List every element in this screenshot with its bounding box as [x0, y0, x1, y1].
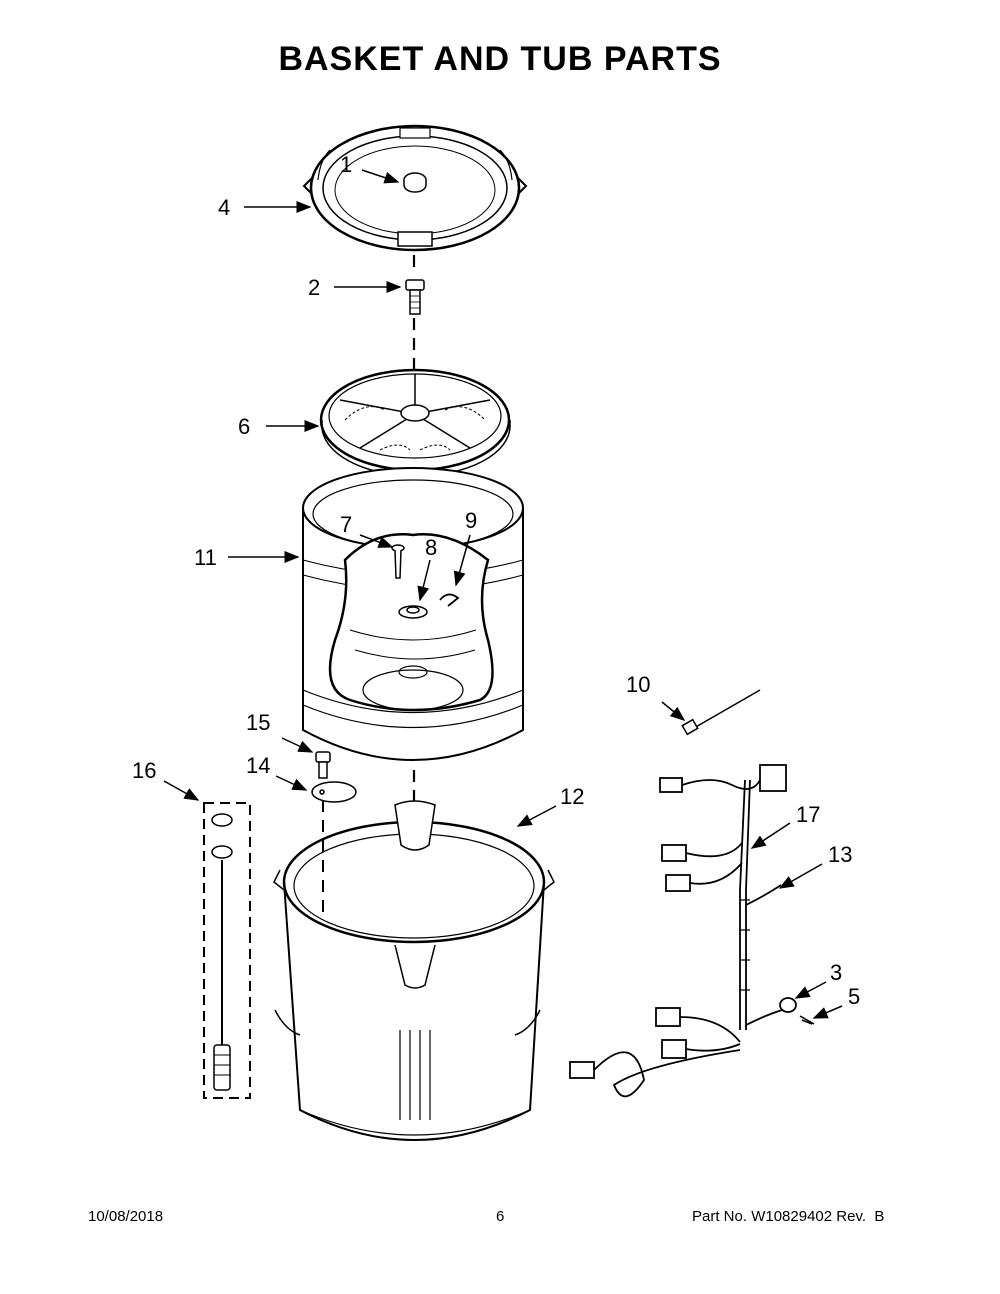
revision: Rev. B [836, 1208, 885, 1225]
bolt-part [405, 279, 425, 315]
part-label: Part No. [692, 1208, 748, 1225]
footer-page-number: 6 [496, 1208, 505, 1225]
clip-part [439, 593, 460, 607]
callout-4: 4 [218, 195, 230, 220]
callout-15: 15 [246, 710, 270, 735]
callout-7: 7 [340, 512, 352, 537]
pressure-fitting-part [315, 751, 331, 779]
callout-17: 17 [796, 802, 820, 827]
page-title: BASKET AND TUB PARTS [278, 40, 722, 78]
suspension-rod-part [203, 802, 251, 1099]
outer-tub-part [273, 800, 555, 1141]
callout-16: 16 [132, 758, 156, 783]
callout-8: 8 [425, 535, 437, 560]
callout-14: 14 [246, 753, 270, 778]
seal-part [311, 781, 357, 803]
drive-hub-part [398, 605, 428, 619]
probe-part [681, 689, 761, 736]
callout-10: 10 [626, 672, 650, 697]
callout-1: 1 [340, 152, 352, 177]
impeller-part [319, 368, 511, 477]
part-number: W10829402 [751, 1208, 833, 1225]
callout-3: 3 [830, 960, 842, 985]
callout-2: 2 [308, 275, 320, 300]
callout-12: 12 [560, 784, 584, 809]
screw-part [391, 544, 405, 579]
footer-part-info: Part No. W10829402 Rev. B [692, 1208, 884, 1225]
callout-6: 6 [238, 414, 250, 439]
footer-date: 10/08/2018 [88, 1208, 164, 1225]
callout-9: 9 [465, 508, 477, 533]
callout-13: 13 [828, 842, 852, 867]
wire-harness-part [569, 764, 815, 1098]
cap-part [403, 172, 427, 193]
leader-arrows [163, 169, 843, 1019]
basket-part [302, 467, 524, 761]
callout-5: 5 [848, 984, 860, 1009]
callout-11: 11 [194, 545, 217, 570]
